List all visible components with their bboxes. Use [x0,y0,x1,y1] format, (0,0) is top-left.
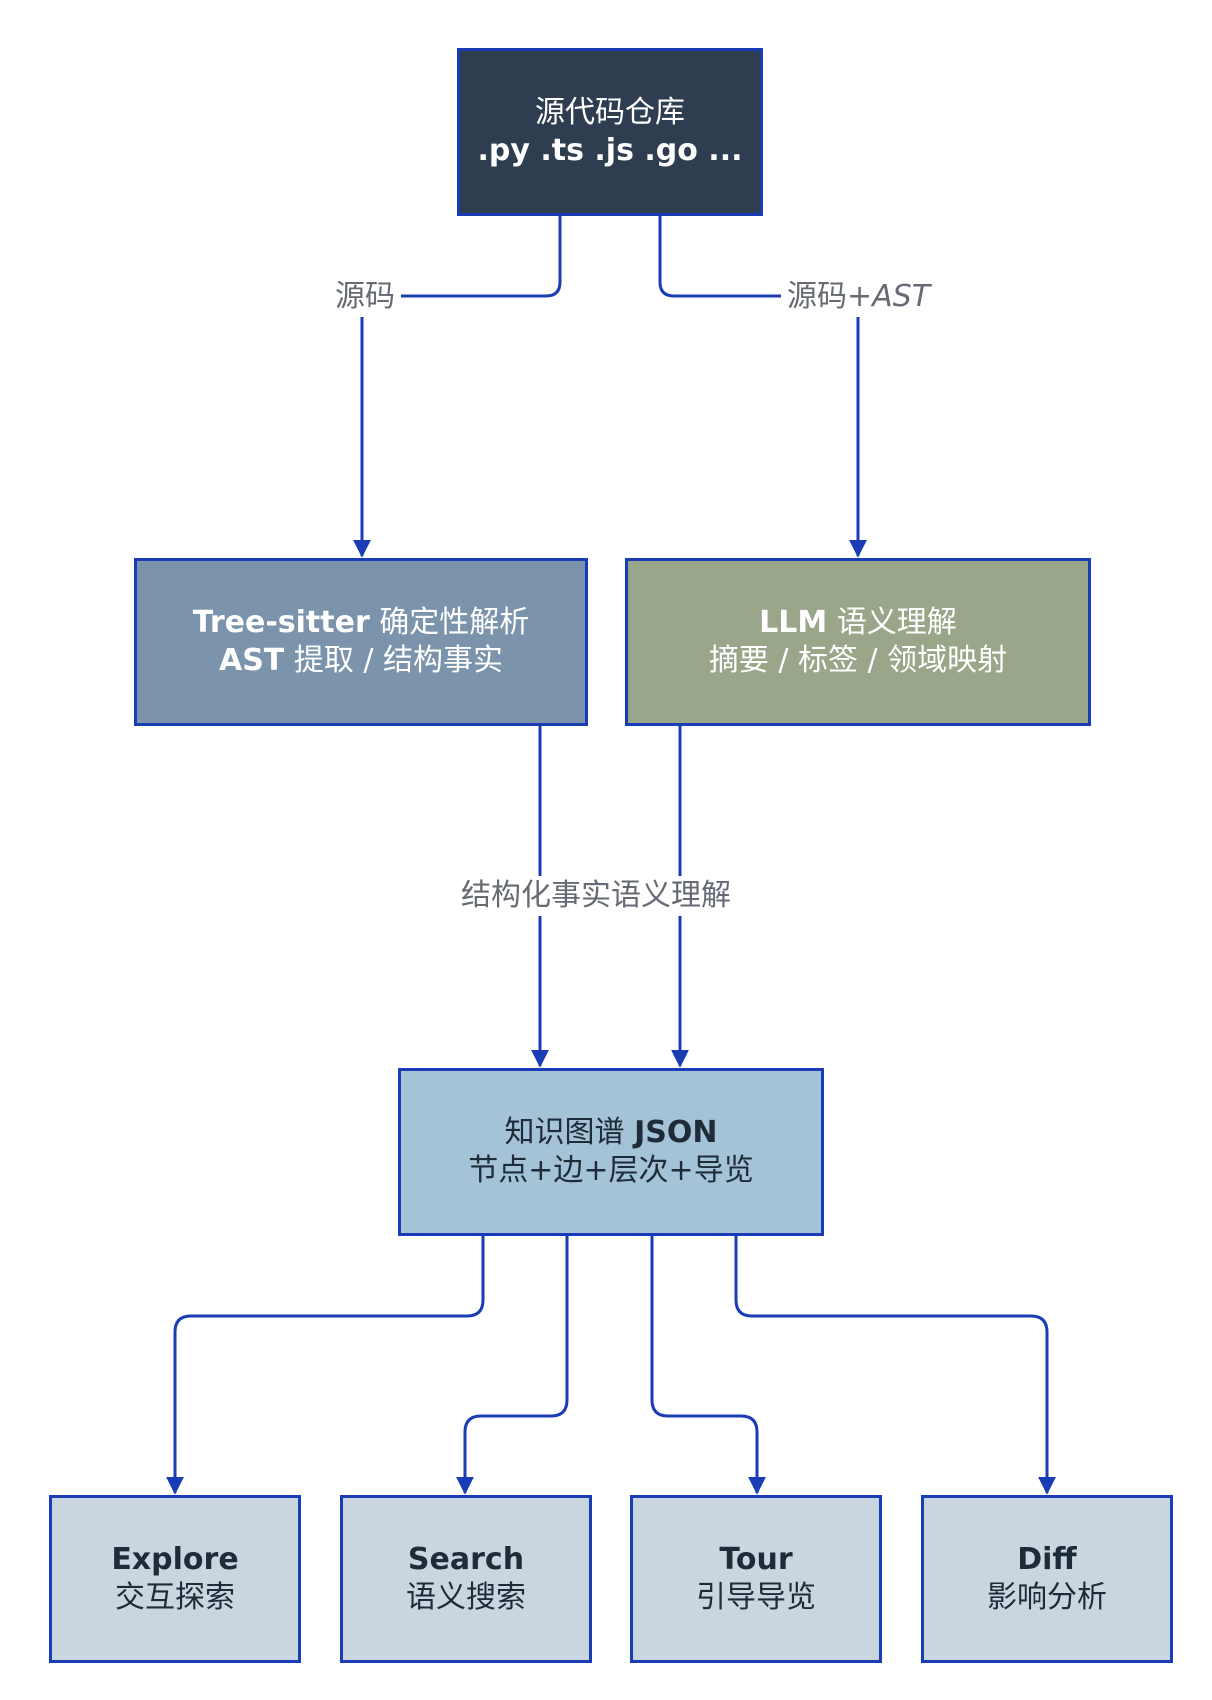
node-subtitle: 语义搜索 [406,1580,526,1615]
node-text: 语义理解 [827,605,957,640]
edge-source-to-treesitter [353,216,562,558]
node-source-repo: 源代码仓库 .py .ts .js .go ... [457,48,763,216]
node-bold-text: Tree-sitter [192,605,370,640]
edge-label-llm-to-graph: 语义理解 [611,878,731,913]
node-line-2: AST 提取 / 结构事实 [219,642,503,680]
node-file-types: .py .ts .js .go ... [477,133,743,168]
node-llm: LLM 语义理解 摘要 / 标签 / 领域映射 [625,558,1091,726]
edge-label-text: 源码 [335,279,395,314]
node-bold-text: LLM [759,605,828,640]
node-text: 提取 / 结构事实 [284,643,503,678]
node-subtitle: 引导导览 [696,1580,816,1615]
edge-graph-to-search [456,1236,569,1495]
node-knowledge-graph: 知识图谱 JSON 节点+边+层次+导览 [398,1068,824,1236]
node-tour: Tour 引导导览 [630,1495,882,1663]
edge-graph-to-explore [166,1236,485,1495]
edge-graph-to-tour [650,1236,766,1495]
node-line-1: LLM 语义理解 [759,604,957,642]
node-text: 确定性解析 [369,605,530,640]
node-subtitle: 影响分析 [987,1580,1107,1615]
edge-label-source-to-treesitter: 源码 [329,277,401,317]
node-search: Search 语义搜索 [340,1495,592,1663]
node-title: 源代码仓库 [535,95,685,130]
node-bold-text: JSON [634,1115,718,1150]
edge-label-treesitter-to-graph: 结构化事实 [461,878,611,913]
node-line-1: Tree-sitter 确定性解析 [193,604,530,642]
node-line-1: 知识图谱 JSON [505,1114,718,1152]
node-explore: Explore 交互探索 [49,1495,301,1663]
node-line-2: 摘要 / 标签 / 领域映射 [708,643,1008,678]
node-title: Diff [1017,1542,1077,1577]
node-text: 知识图谱 [504,1115,635,1150]
node-title: Search [407,1542,525,1577]
node-diff: Diff 影响分析 [921,1495,1173,1663]
edge-label-graph-inputs: 结构化事实语义理解 [455,876,737,916]
edge-graph-to-diff [734,1236,1056,1495]
edge-source-to-llm [658,216,867,558]
node-title: Tour [719,1542,793,1577]
node-line-2: 节点+边+层次+导览 [468,1153,754,1188]
edge-label-text: 源码 [787,279,847,314]
edge-label-source-to-llm: 源码+AST [781,277,937,317]
node-subtitle: 交互探索 [115,1580,235,1615]
node-title: Explore [111,1542,239,1577]
node-bold-text: AST [218,643,285,678]
node-tree-sitter: Tree-sitter 确定性解析 AST 提取 / 结构事实 [134,558,588,726]
edge-label-suffix: +AST [847,279,931,314]
